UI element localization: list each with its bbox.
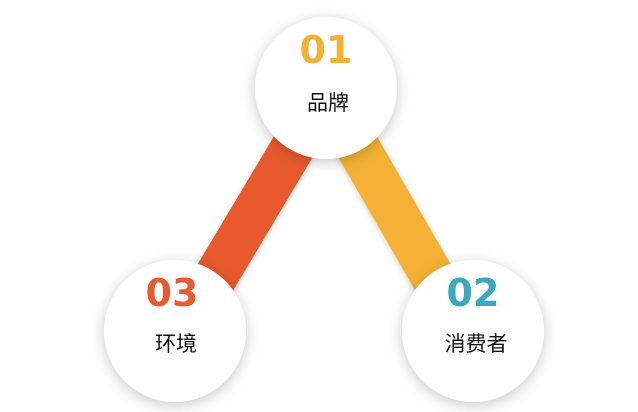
node-label: 品牌 [307,91,349,115]
node-brand: 01 品牌 [255,17,397,159]
node-number: 03 [146,271,199,315]
node-environment: 03 环境 [104,260,246,402]
node-label: 环境 [155,332,197,356]
node-number: 02 [447,271,500,315]
node-circle [104,260,246,402]
node-circle [402,260,544,402]
node-circle [255,17,397,159]
node-consumer: 02 消费者 [402,260,544,402]
node-label: 消费者 [445,332,508,356]
node-number: 01 [300,28,353,72]
